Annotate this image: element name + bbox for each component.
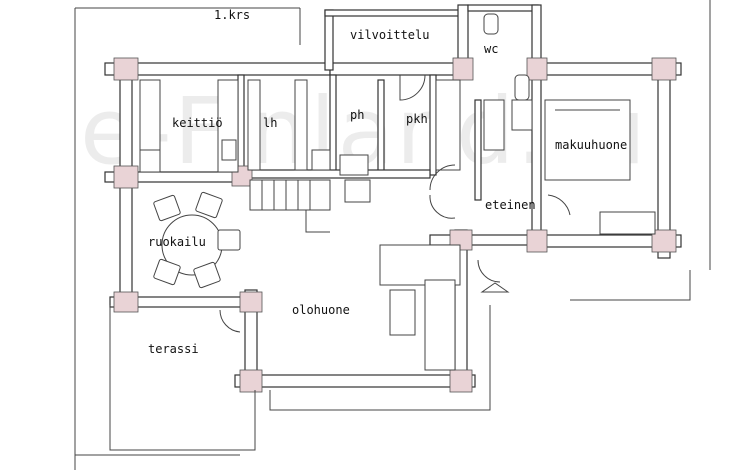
sofa-back <box>379 244 461 286</box>
wall-wc-top <box>467 4 539 12</box>
wc-toilet <box>483 13 499 35</box>
stove <box>139 149 161 173</box>
log-corner <box>449 369 473 393</box>
wall-entrance-bottom <box>429 234 541 246</box>
sauna-stove <box>344 179 371 203</box>
wall-lh-left <box>237 74 245 176</box>
wall-pkh-right <box>429 74 437 176</box>
door-swing-terrace <box>219 309 241 333</box>
toilet-bowl <box>514 74 530 101</box>
terrace-outline <box>109 305 256 451</box>
pkh-bench <box>435 79 461 171</box>
log-corner <box>651 57 677 81</box>
room-label-wc: wc <box>484 42 499 56</box>
room-label-ph: ph <box>350 108 365 122</box>
wall-living-bottom <box>234 374 476 388</box>
wall-ph-pkh <box>377 79 385 176</box>
wall-bath-bottom <box>243 169 431 179</box>
wall-vilvoittelu-left <box>324 9 334 71</box>
door-swing-vilvoittelu <box>399 74 426 101</box>
floor-label: 1.krs <box>214 8 251 22</box>
room-label-lh: lh <box>263 116 278 130</box>
wall-top-mid <box>329 62 466 76</box>
log-corner <box>526 229 548 253</box>
room-label-terassi: terassi <box>148 342 199 356</box>
wall-hall-left <box>474 99 482 201</box>
bedroom-dresser <box>599 211 656 235</box>
right-deck-line <box>570 270 691 301</box>
living-deck-edge <box>269 305 491 411</box>
door-swing-entrance <box>477 259 501 283</box>
log-corner <box>651 229 677 253</box>
wc-sink <box>511 99 533 131</box>
room-label-pkh: pkh <box>406 112 428 126</box>
room-label-ruokailu: ruokailu <box>148 235 206 249</box>
lh-cabinet <box>311 149 331 171</box>
lh-bench <box>294 79 308 171</box>
lh-bench <box>247 79 261 171</box>
dining-chair <box>153 194 181 222</box>
dining-chair <box>217 229 241 251</box>
dining-chair <box>153 258 181 286</box>
room-label-olohuone: olohuone <box>292 303 350 317</box>
dining-chair <box>193 261 221 289</box>
log-corner <box>526 57 548 81</box>
room-label-vilvoittelu: vilvoittelu <box>350 28 430 42</box>
log-corner <box>113 57 139 81</box>
coffee-table <box>389 289 416 336</box>
appliance <box>221 139 237 161</box>
hall-cabinet <box>483 99 505 151</box>
door-swing-bedroom <box>547 194 571 216</box>
log-corner <box>113 165 139 189</box>
sofa-side <box>424 279 456 371</box>
log-corner <box>239 291 263 313</box>
room-label-makuuhuone: makuuhuone <box>555 138 628 152</box>
door-swing-hall <box>429 194 456 219</box>
stair-rail <box>305 210 330 233</box>
log-corner <box>239 369 263 393</box>
wall-ph-left <box>329 74 337 176</box>
wall-right <box>657 62 671 259</box>
room-label-keittio: keittiö <box>172 116 223 130</box>
door-swing-pkh <box>429 164 456 191</box>
log-corner <box>113 291 139 313</box>
bed <box>544 99 631 181</box>
wall-vilvoittelu-top <box>324 9 466 17</box>
dining-chair <box>195 191 223 219</box>
wall-top-left <box>104 62 331 76</box>
sauna-bench <box>339 154 369 176</box>
room-label-eteinen: eteinen <box>485 198 536 212</box>
staircase <box>249 179 331 211</box>
entrance-arrow <box>480 282 510 293</box>
log-corner <box>452 57 474 81</box>
